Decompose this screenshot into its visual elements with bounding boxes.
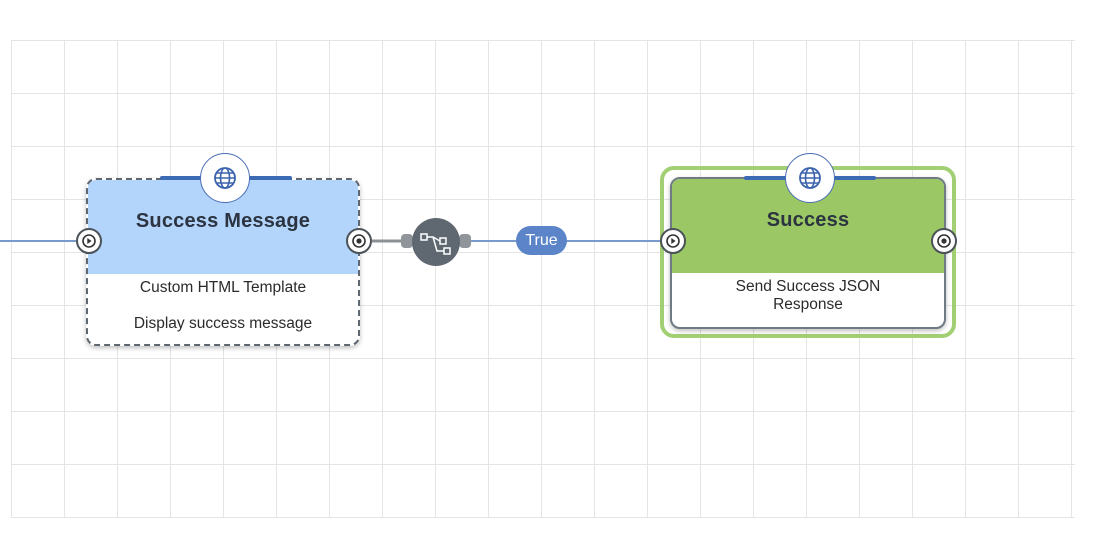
success-title: Success [766, 209, 850, 231]
success-input-port[interactable] [660, 228, 686, 254]
success-message-line2: Display success message [133, 315, 313, 332]
condition-label-true[interactable]: True [516, 226, 567, 255]
success-message-title: Success Message [135, 210, 311, 232]
success-output-port[interactable] [931, 228, 957, 254]
success-message-input-port[interactable] [76, 228, 102, 254]
success-message-node[interactable]: Success Message Custom HTML Template Dis… [86, 178, 360, 346]
success-line1: Send Success JSON [735, 278, 881, 295]
globe-icon[interactable] [785, 153, 835, 203]
branch-connector[interactable] [401, 217, 471, 267]
success-line2: Response [773, 296, 843, 313]
success-message-output-port[interactable] [346, 228, 372, 254]
branch-icon [420, 233, 451, 255]
success-message-line1: Custom HTML Template [139, 279, 307, 296]
globe-icon[interactable] [200, 153, 250, 203]
success-body: Send Success JSON Response [672, 273, 944, 314]
success-message-body: Custom HTML Template Display success mes… [88, 279, 358, 333]
